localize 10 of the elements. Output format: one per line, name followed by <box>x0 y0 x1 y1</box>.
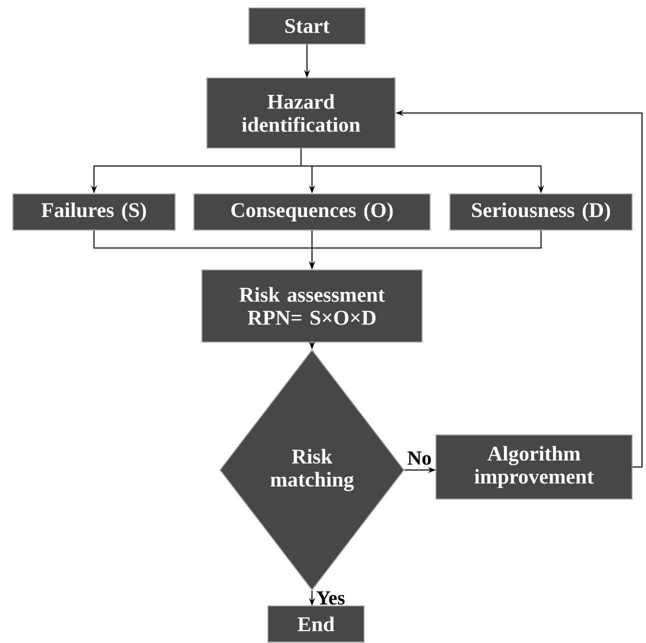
process-box: Consequences (O) <box>194 194 430 230</box>
process-box: Start <box>248 8 366 44</box>
edge-label: Yes <box>316 591 345 605</box>
edge-label: No <box>408 452 431 465</box>
process-box: Failures (S) <box>12 194 176 230</box>
process-box: Risk assessment RPN= S×O×D <box>202 270 422 342</box>
process-box: Algorithm improvement <box>436 434 632 500</box>
process-box: Seriousness (D) <box>450 194 632 230</box>
terminal-box: End <box>268 606 364 642</box>
process-box: Hazard identification <box>206 78 396 148</box>
